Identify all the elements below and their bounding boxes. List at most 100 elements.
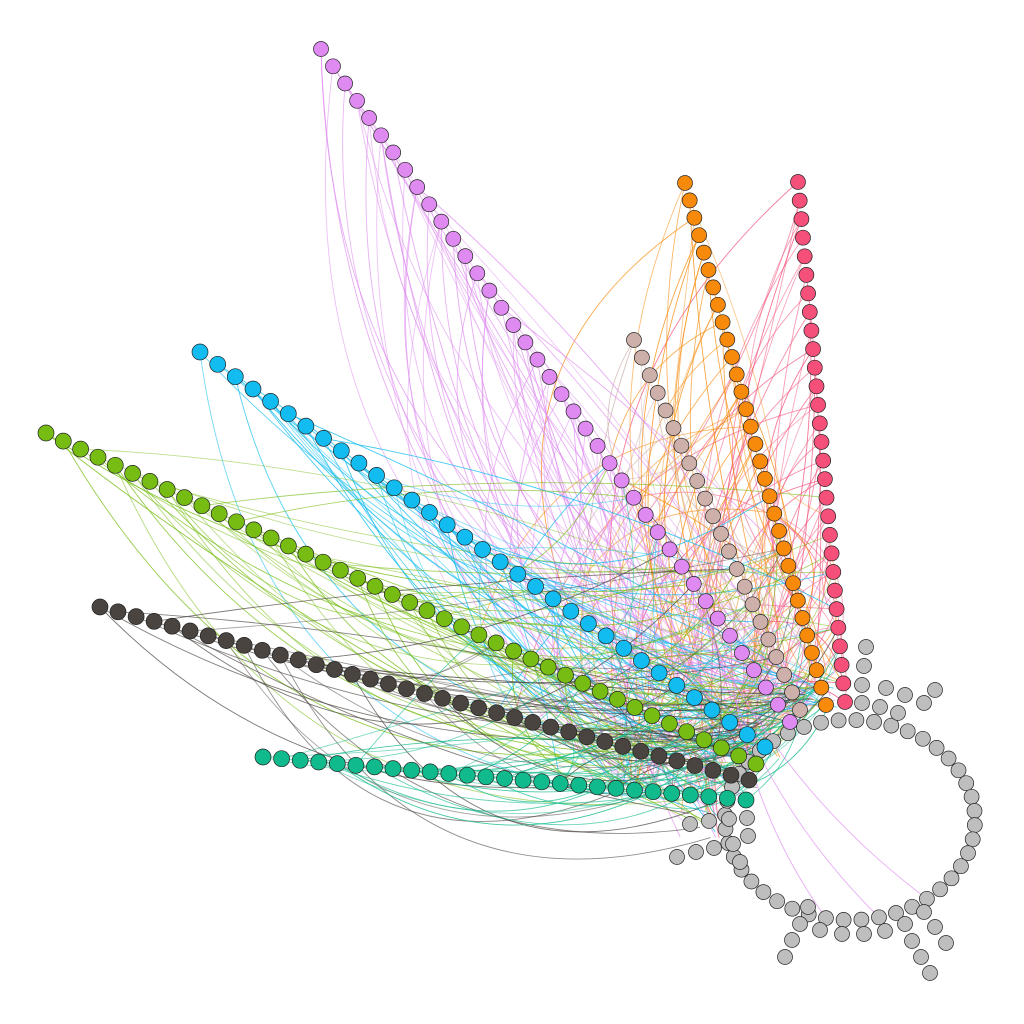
edge-lime bbox=[357, 578, 638, 768]
edge-violet bbox=[537, 359, 681, 838]
node-gray bbox=[940, 750, 957, 767]
node-gray bbox=[701, 813, 717, 829]
node-lime bbox=[72, 440, 89, 458]
node-magenta bbox=[837, 694, 853, 710]
node-tan bbox=[657, 402, 674, 419]
node-orange bbox=[804, 644, 820, 661]
edge-sky-blue bbox=[376, 475, 705, 741]
node-charcoal bbox=[560, 723, 578, 741]
node-lime bbox=[453, 618, 470, 636]
node-violet bbox=[649, 524, 666, 541]
edge-lime bbox=[201, 482, 827, 507]
node-charcoal bbox=[416, 685, 433, 702]
node-magenta bbox=[813, 434, 830, 450]
node-charcoal bbox=[614, 738, 632, 755]
edge-violet bbox=[365, 117, 806, 712]
edge-teal bbox=[559, 480, 634, 784]
edge-orange bbox=[664, 304, 745, 743]
node-orange bbox=[766, 505, 783, 522]
node-lime bbox=[262, 529, 280, 547]
edge-orange bbox=[736, 374, 799, 601]
edge-orange bbox=[666, 182, 719, 619]
node-lime bbox=[522, 650, 540, 668]
node-sky-blue bbox=[350, 454, 368, 472]
node-teal bbox=[403, 761, 420, 779]
node-violet bbox=[481, 282, 498, 299]
node-lime bbox=[366, 578, 384, 595]
node-gray bbox=[872, 699, 888, 715]
edge-magenta bbox=[821, 534, 839, 628]
edge-sky-blue bbox=[270, 401, 784, 589]
edge-violet bbox=[705, 600, 836, 672]
node-tan bbox=[736, 578, 753, 595]
node-gray bbox=[950, 762, 967, 779]
node-violet bbox=[469, 265, 486, 282]
node-charcoal bbox=[632, 742, 650, 760]
edge-lime bbox=[513, 647, 844, 684]
node-magenta bbox=[801, 304, 818, 320]
node-gray bbox=[890, 705, 906, 721]
node-gray bbox=[943, 870, 960, 887]
edge-tan bbox=[681, 445, 785, 675]
node-tan bbox=[768, 649, 785, 665]
node-gray bbox=[743, 873, 760, 890]
node-sky-blue bbox=[209, 355, 227, 373]
node-lime bbox=[401, 594, 419, 611]
edge-charcoal bbox=[550, 721, 765, 732]
edge-teal bbox=[337, 763, 654, 826]
node-lime bbox=[245, 521, 263, 539]
edge-teal bbox=[374, 766, 732, 776]
node-gray bbox=[858, 639, 874, 655]
node-magenta bbox=[815, 452, 832, 469]
node-gray bbox=[669, 849, 685, 865]
node-orange bbox=[757, 470, 773, 487]
node-lime bbox=[557, 666, 574, 684]
node-violet bbox=[529, 351, 546, 368]
node-violet bbox=[505, 317, 522, 333]
node-lime bbox=[89, 448, 107, 466]
node-sky-blue bbox=[456, 528, 474, 546]
node-teal bbox=[328, 755, 346, 772]
node-violet bbox=[782, 714, 798, 730]
node-orange bbox=[742, 418, 759, 435]
edge-teal bbox=[653, 617, 803, 793]
node-charcoal bbox=[470, 699, 487, 717]
node-tan bbox=[649, 385, 666, 401]
edge-violet bbox=[489, 290, 719, 619]
node-magenta bbox=[796, 248, 813, 265]
node-teal bbox=[719, 789, 736, 807]
node-charcoal bbox=[307, 656, 325, 674]
node-charcoal bbox=[127, 608, 145, 625]
node-tan bbox=[728, 561, 745, 577]
node-violet bbox=[349, 92, 365, 109]
node-gray bbox=[784, 932, 800, 948]
edge-violet bbox=[416, 186, 831, 697]
edge-lime bbox=[132, 473, 793, 745]
node-gray bbox=[897, 916, 913, 932]
node-magenta bbox=[790, 174, 806, 190]
edge-violet bbox=[484, 359, 639, 791]
node-magenta bbox=[808, 378, 825, 395]
node-gray bbox=[888, 905, 904, 921]
node-orange bbox=[771, 523, 787, 539]
node-teal bbox=[533, 773, 551, 791]
node-violet bbox=[601, 455, 618, 472]
node-teal bbox=[310, 753, 328, 771]
node-violet bbox=[421, 196, 438, 213]
edge-magenta bbox=[747, 218, 802, 584]
node-charcoal bbox=[686, 757, 704, 774]
node-gray bbox=[919, 890, 935, 907]
node-violet bbox=[697, 593, 714, 610]
node-violet bbox=[589, 438, 606, 454]
node-gray bbox=[966, 803, 983, 819]
node-lime bbox=[695, 731, 713, 749]
edge-sky-blue bbox=[499, 561, 803, 654]
node-lime bbox=[487, 634, 505, 652]
node-tan bbox=[744, 596, 761, 613]
node-charcoal bbox=[253, 641, 271, 659]
edge-lime bbox=[236, 489, 634, 523]
edge-lime bbox=[617, 571, 834, 705]
edge-charcoal bbox=[334, 669, 750, 781]
edge-teal bbox=[318, 721, 775, 814]
node-gray bbox=[916, 904, 932, 920]
